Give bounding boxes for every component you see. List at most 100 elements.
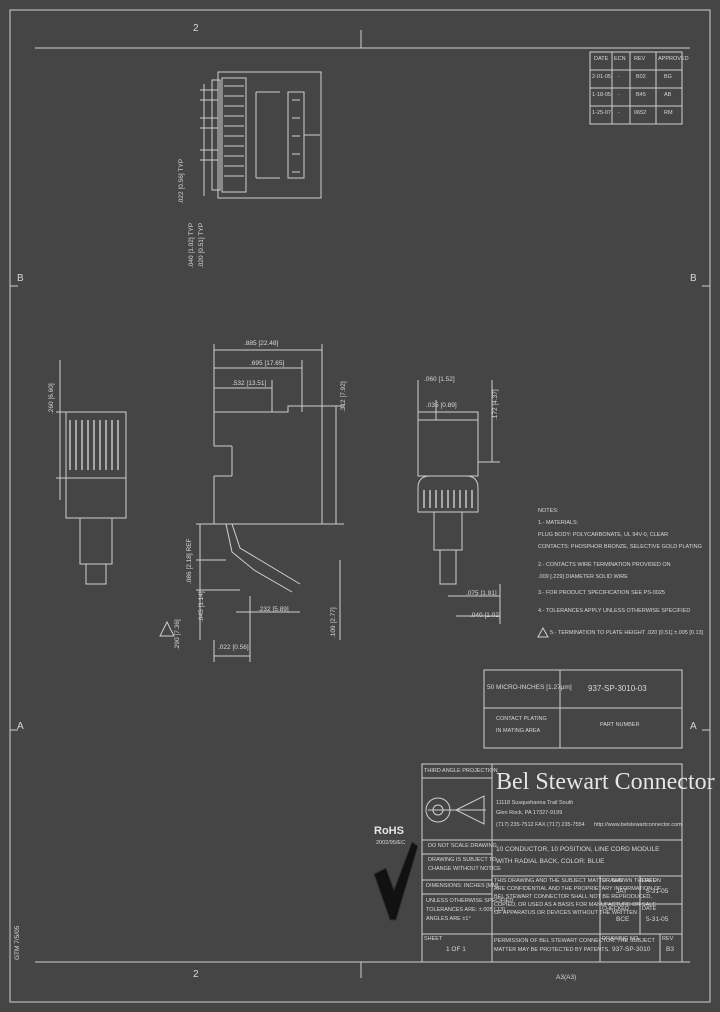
rev-row-2-ecn: - bbox=[618, 92, 620, 98]
description-line-1: 10 CONDUCTOR, 10 POSITION, LINE CORD MOD… bbox=[496, 846, 660, 853]
checked-value: BCE bbox=[616, 916, 630, 923]
proprietary-7: MATTER MAY BE PROTECTED BY PATENTS. bbox=[494, 947, 610, 953]
subject-to-change-2: CHANGE WITHOUT NOTICE bbox=[428, 866, 501, 872]
note-line: 2.- CONTACTS WIRE TERMINATION PROVIDED O… bbox=[538, 562, 671, 568]
zone-right-b: B bbox=[690, 273, 697, 284]
rev-row-1-approved: BG bbox=[664, 74, 672, 80]
rev-header-ecn: ECN bbox=[614, 56, 626, 62]
proprietary-6: PERMISSION OF BEL STEWART CONNECTOR. THE… bbox=[494, 938, 655, 944]
description-line-2: WITH RADIAL BACK, COLOR: BLUE bbox=[496, 858, 605, 865]
zone-left-a: A bbox=[17, 721, 24, 732]
revision-label: REV bbox=[662, 936, 674, 942]
dim-bottom-right: .109 [2.77] bbox=[330, 607, 337, 638]
dim-bottom-b: .022 [0.56] bbox=[218, 644, 249, 651]
top-view-connector bbox=[211, 71, 322, 199]
dim-pin-b: .045 [1.14] bbox=[198, 591, 205, 622]
rev-row-1-date: 2-01-05 bbox=[592, 74, 611, 80]
outer-border bbox=[9, 9, 711, 1003]
dim-end-e2: .035 [0.89] bbox=[426, 402, 457, 409]
projection-symbol bbox=[425, 795, 486, 825]
drawn-date-value: 5-31-05 bbox=[646, 888, 669, 895]
do-not-scale: DO NOT SCALE DRAWING bbox=[428, 843, 497, 849]
drawing-number-label: DRAWING NO. bbox=[602, 936, 640, 942]
sheet-size: A3(A3) bbox=[556, 974, 577, 981]
tolerance-line-3: ANGLES ARE ±1° bbox=[426, 916, 471, 922]
dim-end-e5: .040 [1.02] bbox=[470, 612, 501, 619]
drawn-value: JAT bbox=[616, 888, 628, 895]
part-number-box bbox=[483, 669, 683, 749]
drawn-label: DRAWN bbox=[602, 878, 623, 884]
proprietary-2: ARE CONFIDENTIAL AND THE PROPRIETARY INF… bbox=[494, 886, 662, 892]
dim-top-020: .020 [0.51] TYP bbox=[198, 222, 205, 268]
rev-row-3-approved: RM bbox=[664, 110, 673, 116]
end-view-ribs bbox=[423, 490, 473, 508]
subject-to-change-1: DRAWING IS SUBJECT TO bbox=[428, 857, 497, 863]
title-block-grid bbox=[421, 763, 683, 963]
dim-end-e3: .172 [4.37] bbox=[492, 389, 499, 420]
dim-pin-c: .290 [7.36] bbox=[174, 619, 181, 650]
proprietary-1: THIS DRAWING AND THE SUBJECT MATTER SHOW… bbox=[494, 878, 661, 884]
note-line: CONTACTS: PHOSPHOR BRONZE, SELECTIVE GOL… bbox=[538, 544, 702, 550]
part-number-value: 937-SP-3010-03 bbox=[588, 684, 647, 693]
rev-row-1-ecn: - bbox=[618, 74, 620, 80]
rev-row-1-rev: B02 bbox=[636, 74, 646, 80]
end-view bbox=[417, 380, 501, 624]
rev-row-2-date: 1-18-05 bbox=[592, 92, 611, 98]
checked-date-label: DATE bbox=[642, 906, 657, 912]
dimensions-units: DIMENSIONS: INCHES [MM] bbox=[426, 883, 499, 889]
dim-top-040: .040 [1.02] TYP bbox=[188, 222, 195, 268]
tolerance-line-2: TOLERANCES ARE: ±.005 [.13] bbox=[426, 907, 505, 913]
rohs-badge: RoHS 2002/95/EC bbox=[372, 822, 418, 924]
rev-header-date: DATE bbox=[594, 56, 609, 62]
company-name: Bel Stewart Connector bbox=[496, 769, 715, 795]
note-line: .009 [.229] DIAMETER SOLID WIRE bbox=[538, 574, 628, 580]
rev-row-3-ecn: - bbox=[618, 110, 620, 116]
sheet-value: 1 OF 1 bbox=[446, 946, 466, 953]
approval-stamp: GTM 7/5/05 bbox=[14, 925, 21, 960]
dim-pin-a: .086 [2.18] REF bbox=[186, 538, 193, 584]
dim-bottom-a: .232 [5.89] bbox=[258, 606, 289, 613]
projection-label: THIRD ANGLE PROJECTION bbox=[424, 768, 498, 774]
left-end-view bbox=[56, 360, 127, 585]
dim-top-022: .022 [0.56] TYP bbox=[178, 158, 185, 204]
drawn-date-label: DATE bbox=[642, 878, 657, 884]
tolerance-line-1: UNLESS OTHERWISE SPECIFIED bbox=[426, 898, 514, 904]
zone-top-2: 2 bbox=[193, 23, 199, 34]
dim-end-e4: .075 [1.91] bbox=[466, 590, 497, 597]
proprietary-5: OF APPARATUS OR DEVICES WITHOUT THE WRIT… bbox=[494, 910, 637, 916]
top-view-dimensions bbox=[200, 84, 218, 196]
proprietary-3: BEL STEWART CONNECTOR SHALL NOT BE REPRO… bbox=[494, 894, 652, 900]
note-line: PLUG BODY: POLYCARBONATE, UL 94V-0, CLEA… bbox=[538, 532, 669, 538]
sheet-label: SHEET bbox=[424, 936, 443, 942]
dim-end-e1: .060 [1.52] bbox=[424, 376, 455, 383]
top-view-contacts bbox=[224, 85, 300, 177]
revision-value: B3 bbox=[666, 946, 674, 953]
note-5-flag-side bbox=[159, 620, 175, 637]
zone-left-b: B bbox=[17, 273, 24, 284]
rev-row-3-date: 1-25-07 bbox=[592, 110, 611, 116]
note-line: 1.- MATERIALS: bbox=[538, 520, 579, 526]
dim-side-short: .532 [13.51] bbox=[232, 380, 267, 387]
rohs-check-icon bbox=[373, 841, 418, 921]
company-phone: (717) 235-7512 FAX (717) 235-7554 bbox=[496, 822, 585, 828]
rohs-label: RoHS bbox=[374, 825, 404, 837]
dim-side-height: .312 [7.92] bbox=[340, 381, 347, 412]
checked-date-value: 5-31-05 bbox=[646, 916, 669, 923]
company-address-1: 11118 Susquehanna Trail South bbox=[496, 800, 574, 806]
contact-plating-label-2: IN MATING AREA bbox=[496, 728, 541, 734]
part-number-label: PART NUMBER bbox=[600, 722, 640, 728]
company-address-2: Glen Rock, PA 17327-9199 bbox=[496, 810, 563, 816]
note-line: 4.- TOLERANCES APPLY UNLESS OTHERWISE SP… bbox=[538, 608, 691, 614]
checked-label: CHECKED bbox=[602, 906, 629, 912]
note-line: 5.- TERMINATION TO PLATE HEIGHT .020 [0.… bbox=[550, 630, 704, 636]
dim-left-height: .260 [6.60] bbox=[48, 383, 55, 414]
proprietary-4: COPIED, OR USED AS A BASIS FOR MANUFACTU… bbox=[494, 902, 656, 908]
revision-table-grid bbox=[589, 51, 683, 125]
rev-row-2-approved: AB bbox=[664, 92, 672, 98]
note-line: 3.- FOR PRODUCT SPECIFICATION SEE PS-002… bbox=[538, 590, 665, 596]
dim-side-overall: .885 [22.48] bbox=[244, 340, 279, 347]
rev-header-rev: REV bbox=[634, 56, 646, 62]
main-side-view bbox=[196, 344, 344, 662]
dim-side-mid: .695 [17.65] bbox=[250, 360, 285, 367]
